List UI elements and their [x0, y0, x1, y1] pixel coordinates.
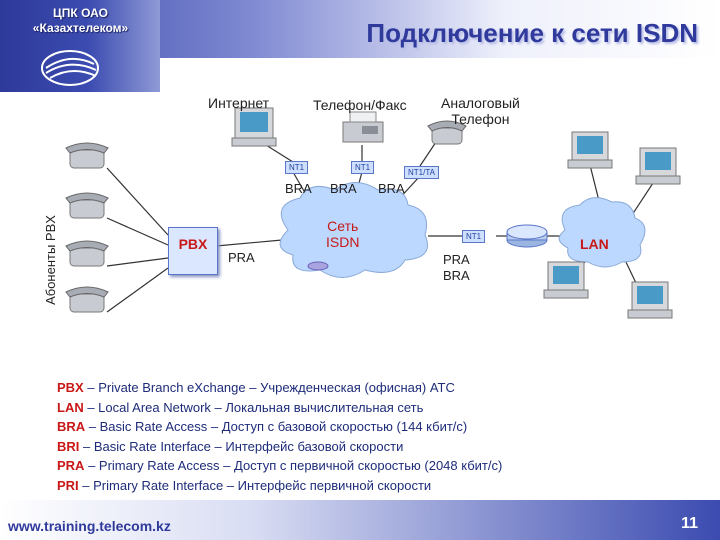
label-phone-fax: Телефон/Факс	[313, 97, 407, 113]
nt1-ta-box: NT1/TA	[404, 166, 439, 179]
phone-icon	[65, 240, 109, 267]
footer-band	[0, 500, 720, 540]
pbx-label: PBX	[178, 236, 208, 252]
legend-row: PBX – Private Branch eXchange – Учрежден…	[57, 378, 502, 398]
lan-computer-icon	[635, 147, 681, 185]
company-line2: «Казахтелеком»	[32, 21, 129, 35]
nt1-box-lan: NT1	[462, 230, 486, 243]
pra-label-right: PRA	[443, 252, 470, 267]
legend-text: – Primary Rate Interface – Интерфейс пер…	[78, 477, 432, 493]
legend-row: BRI – Basic Rate Interface – Интерфейс б…	[57, 437, 502, 457]
company-line1: ЦПК ОАО	[53, 6, 108, 20]
analog-phone-icon	[427, 120, 467, 145]
phone-icon	[65, 192, 109, 219]
legend-key: LAN	[57, 399, 84, 415]
legend-text: – Private Branch eXchange – Учрежденческ…	[83, 380, 455, 395]
internet-computer-icon	[231, 107, 277, 147]
legend-key: PBX	[57, 380, 84, 395]
label-analog-phone: Аналоговый Телефон	[441, 95, 520, 127]
isdn-line2: ISDN	[326, 234, 360, 250]
bra-label-1: BRA	[285, 181, 312, 196]
legend-row: PRA – Primary Rate Access – Доступ с пер…	[57, 456, 502, 476]
isdn-cloud-label: Сеть ISDN	[326, 218, 359, 250]
legend-text: – Basic Rate Access – Доступ с базовой с…	[85, 419, 468, 434]
isdn-cloud	[279, 182, 428, 278]
phone-icon	[65, 286, 109, 313]
pbx-subscribers-text: Абоненты PBX	[43, 215, 58, 305]
pbx-phones	[65, 142, 109, 313]
legend-row: BRA – Basic Rate Access – Доступ с базов…	[57, 417, 502, 437]
label-analog-line2: Телефон	[451, 111, 510, 127]
page-number: 11	[681, 515, 698, 532]
nt1-box-internet: NT1	[285, 161, 309, 174]
bra-label-right: BRA	[443, 268, 470, 283]
fax-icon	[342, 111, 384, 143]
lan-cloud	[558, 197, 646, 268]
isdn-line1: Сеть	[327, 218, 359, 234]
page-title: Подключение к сети ISDN	[366, 18, 698, 48]
website-link[interactable]: www.training.telecom.kz	[8, 518, 171, 534]
label-analog-line1: Аналоговый	[441, 95, 520, 111]
bra-label-3: BRA	[378, 181, 405, 196]
lan-computer-icon	[627, 281, 673, 319]
lan-computer-icon	[543, 261, 589, 299]
pbx-subscribers-label: Абоненты PBX	[43, 215, 58, 305]
legend-key: PRA	[57, 458, 85, 473]
router-icon	[506, 224, 548, 248]
legend-row: PRI – Primary Rate Interface – Интерфейс…	[57, 476, 502, 496]
lan-label: LAN	[580, 236, 609, 252]
pbx-box: PBX	[168, 227, 218, 275]
legend-row: LAN – Local Area Network – Локальная выч…	[57, 398, 502, 418]
phone-icon	[65, 142, 109, 169]
legend-key: BRA	[57, 419, 86, 434]
legend-text: – Primary Rate Access – Доступ с первичн…	[84, 458, 503, 473]
lan-computer-icon	[567, 131, 613, 169]
company-name: ЦПК ОАО «Казахтелеком»	[8, 6, 153, 36]
abbreviation-legend: PBX – Private Branch eXchange – Учрежден…	[57, 378, 502, 495]
legend-key: PRI	[57, 477, 79, 493]
label-internet: Интернет	[208, 95, 270, 111]
logo-panel	[0, 0, 160, 92]
company-logo-icon	[41, 50, 99, 86]
nt1-box-fax: NT1	[351, 161, 375, 174]
legend-text: – Basic Rate Interface – Интерфейс базов…	[79, 438, 404, 454]
bra-label-2: BRA	[330, 181, 357, 196]
legend-key: BRI	[57, 438, 80, 454]
isdn-server-icon	[307, 261, 329, 271]
pra-label-left: PRA	[228, 250, 255, 265]
legend-text: – Local Area Network – Локальная вычисли…	[83, 399, 424, 415]
isdn-network-diagram	[65, 107, 681, 319]
